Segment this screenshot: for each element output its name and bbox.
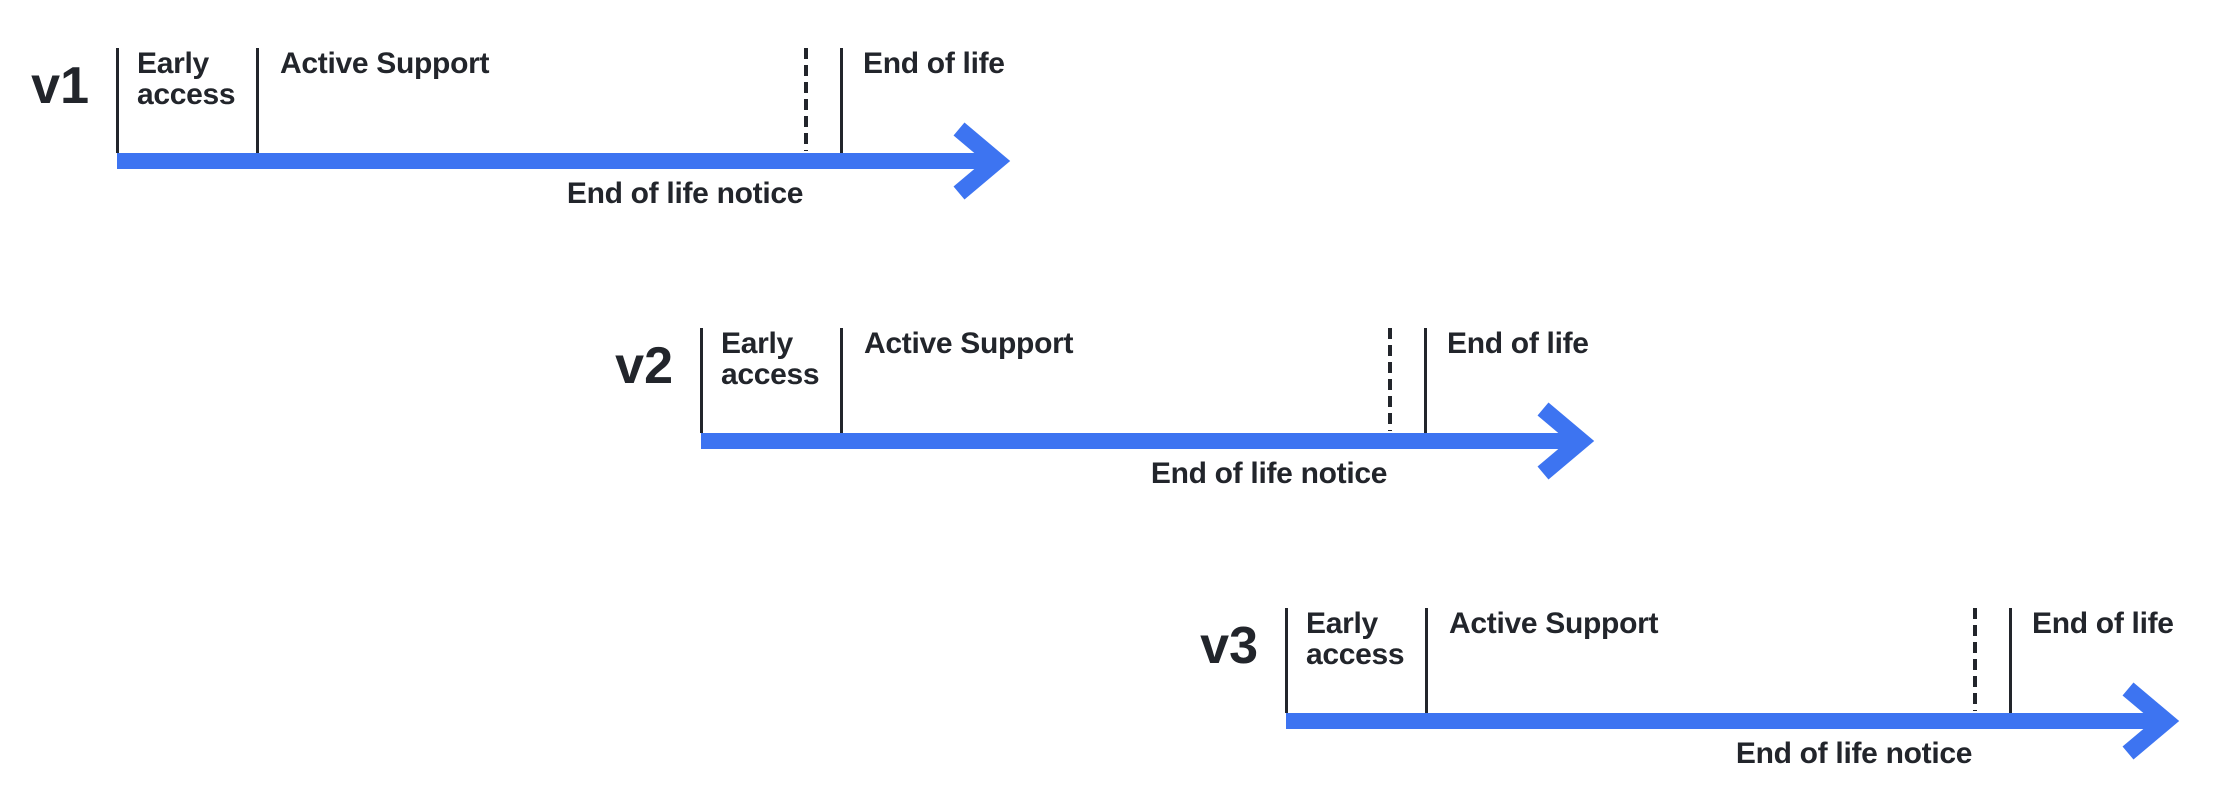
version-label-v2: v2 <box>615 337 673 395</box>
version-label-v1: v1 <box>31 57 89 115</box>
end-of-life-notice-dashed-tick <box>1388 328 1392 431</box>
end-of-life-tick <box>1424 328 1427 433</box>
early-access-label: Early access <box>1306 607 1405 671</box>
active-support-label: Active Support <box>864 327 1074 360</box>
early-access-label: Early access <box>721 327 820 391</box>
timeline-start-tick <box>1285 608 1288 713</box>
active-support-start-tick <box>840 328 843 433</box>
end-of-life-notice-dashed-tick <box>1973 608 1977 711</box>
end-of-life-label: End of life <box>2032 607 2174 640</box>
end-of-life-notice-label: End of life notice <box>566 177 804 210</box>
active-support-start-tick <box>256 48 259 153</box>
timeline-bar <box>117 153 992 169</box>
timeline-start-tick <box>116 48 119 153</box>
end-of-life-tick <box>2009 608 2012 713</box>
timeline-start-tick <box>700 328 703 433</box>
timeline-bar <box>1286 713 2161 729</box>
end-of-life-notice-dashed-tick <box>804 48 808 151</box>
timeline-bar <box>701 433 1576 449</box>
active-support-label: Active Support <box>1449 607 1659 640</box>
arrow-right-icon <box>2122 682 2180 760</box>
end-of-life-label: End of life <box>863 47 1005 80</box>
active-support-label: Active Support <box>280 47 490 80</box>
end-of-life-notice-label: End of life notice <box>1735 737 1973 770</box>
end-of-life-tick <box>840 48 843 153</box>
arrow-right-icon <box>1537 402 1595 480</box>
version-label-v3: v3 <box>1200 617 1258 675</box>
end-of-life-notice-label: End of life notice <box>1150 457 1388 490</box>
active-support-start-tick <box>1425 608 1428 713</box>
arrow-right-icon <box>953 122 1011 200</box>
end-of-life-label: End of life <box>1447 327 1589 360</box>
early-access-label: Early access <box>137 47 236 111</box>
